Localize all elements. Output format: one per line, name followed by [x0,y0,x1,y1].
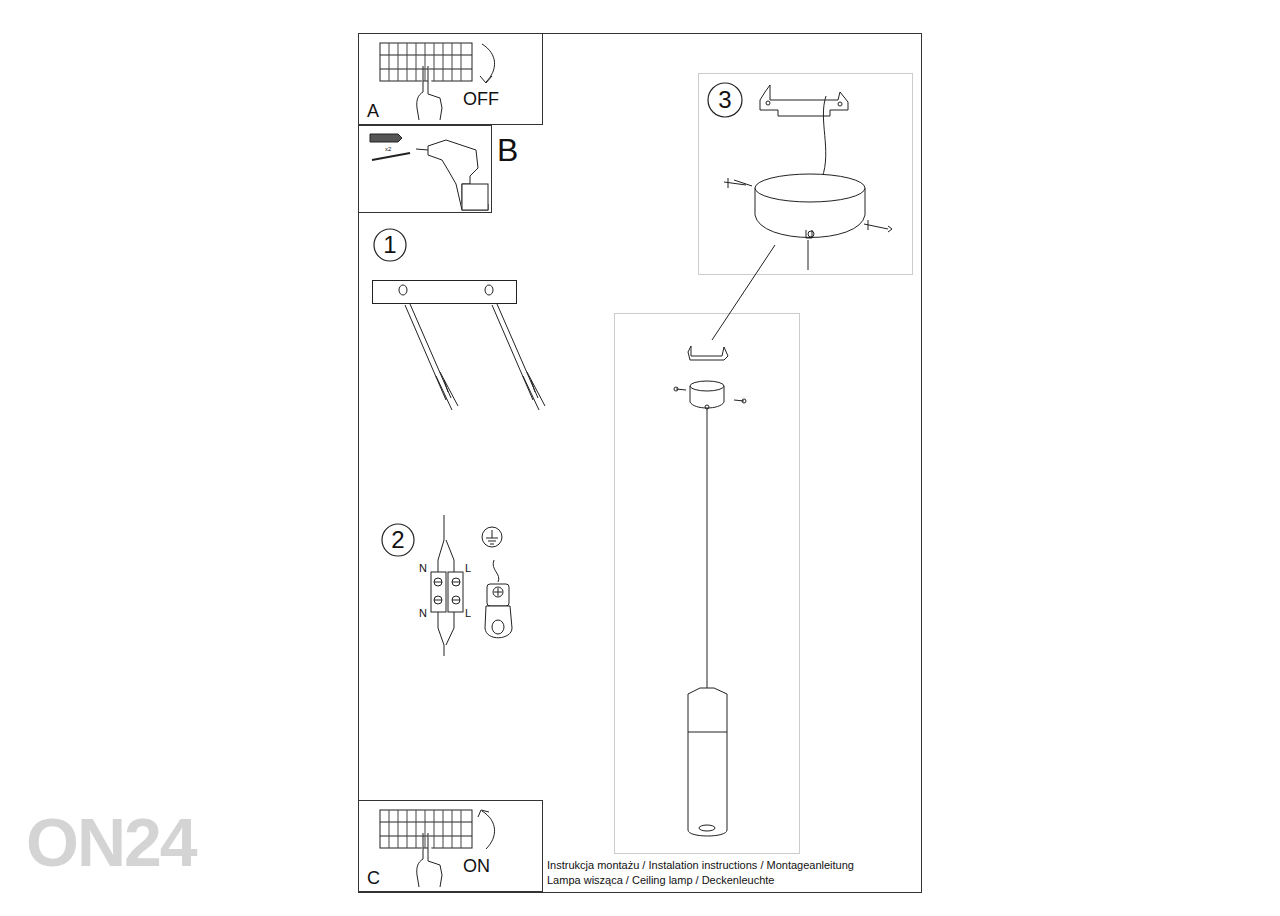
tools-panel: Bx2 [358,125,492,213]
step-letter: C [367,869,380,887]
callout-number: 1 [383,233,396,257]
step-label: x2 [385,146,391,152]
step-circle: 1 [373,228,407,262]
callout-number: 2 [391,528,404,552]
caption-line: Instrukcja montażu / Instalation instruc… [547,860,854,871]
callout-number: 3 [718,88,731,112]
wire-label: N [419,563,427,574]
wire-label: N [419,608,427,619]
wire-label: L [465,608,471,619]
step-label: ON [463,857,490,875]
step-label: OFF [463,90,499,108]
step-panel: C ON [358,800,543,892]
step-letter: A [367,102,379,120]
caption-line: Lampa wisząca / Ceiling lamp / Deckenleu… [547,875,774,886]
watermark: ON24 [26,808,196,876]
step-circle: 3 [707,82,743,118]
step-panel: A OFF [358,33,543,125]
step-circle: 2 [381,523,415,557]
step-letter: B [497,134,518,166]
wire-label: L [465,563,471,574]
